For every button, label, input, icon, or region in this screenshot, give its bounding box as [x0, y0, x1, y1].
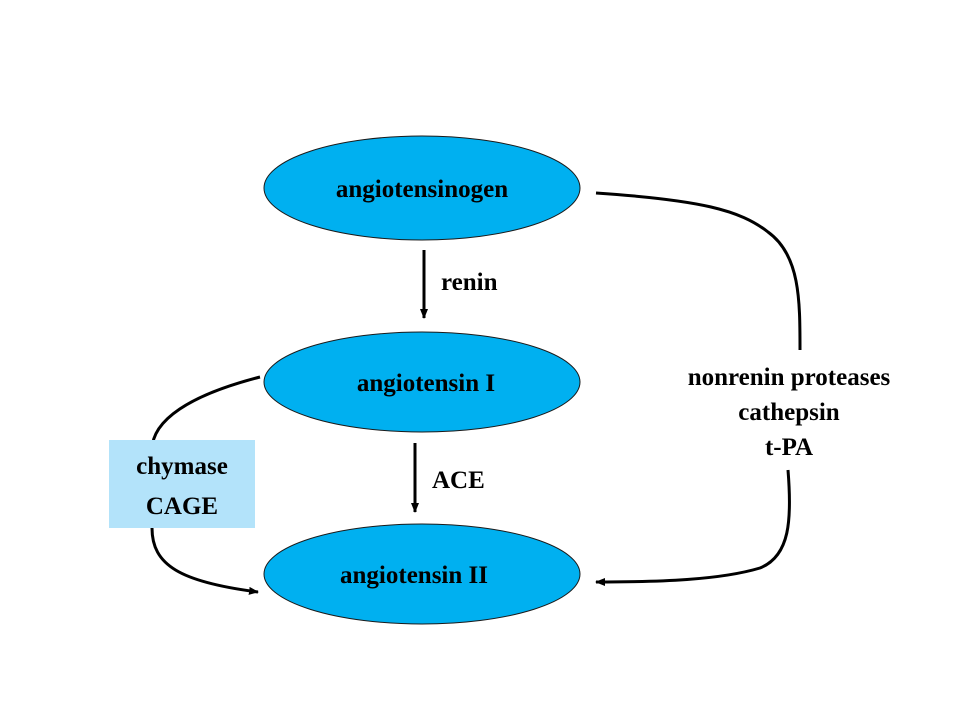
angiotensin-i-ellipse — [263, 331, 581, 433]
cathepsin-label: cathepsin — [738, 399, 840, 426]
angiotensinogen-ellipse — [263, 135, 581, 241]
chymase-pathway-lower — [150, 527, 259, 595]
tpa-label: t-PA — [765, 434, 813, 461]
chymase-box-background — [109, 440, 255, 528]
ace-label: ACE — [432, 467, 485, 494]
chymase-box: chymase CAGE — [109, 440, 255, 528]
chymase-label: chymase — [136, 453, 228, 480]
angiotensinogen-label: angiotensinogen — [336, 176, 508, 203]
chymase-pathway-upper — [150, 375, 261, 451]
angiotensin-i-label: angiotensin I — [357, 370, 495, 397]
renin-label: renin — [441, 269, 498, 296]
angiotensin-ii-label: angiotensin II — [340, 562, 488, 589]
node-angiotensin-i: angiotensin I — [263, 331, 581, 433]
nonrenin-proteases-label: nonrenin proteases — [688, 364, 891, 391]
node-angiotensin-ii: angiotensin II — [263, 523, 581, 625]
nonrenin-pathway-upper — [595, 191, 802, 351]
nonrenin-pathway-lower — [595, 469, 791, 586]
node-angiotensinogen: angiotensinogen — [263, 135, 581, 241]
angiotensin-ii-ellipse — [263, 523, 581, 625]
cage-label: CAGE — [146, 493, 218, 520]
